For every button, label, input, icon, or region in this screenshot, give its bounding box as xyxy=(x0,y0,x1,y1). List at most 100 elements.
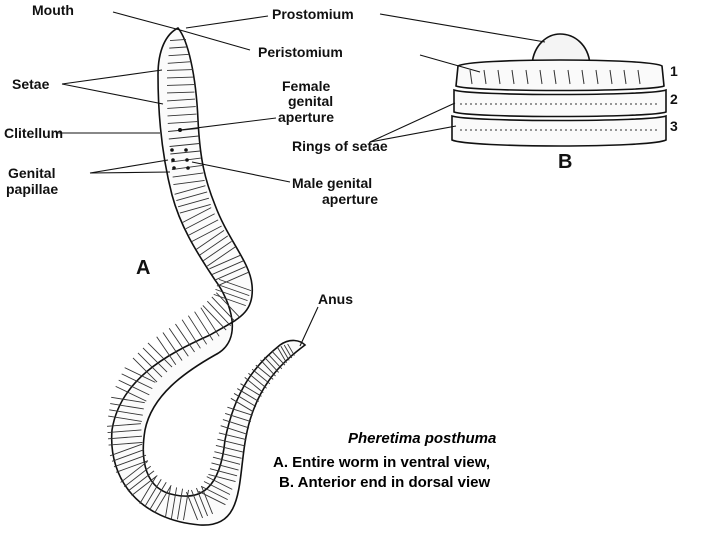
segment-line xyxy=(251,368,271,385)
segment-line xyxy=(179,204,211,214)
segment-line xyxy=(186,491,198,521)
segment-line xyxy=(217,283,250,297)
segment-line xyxy=(177,197,210,208)
label-male-2: aperture xyxy=(322,191,378,207)
segment-line xyxy=(108,435,142,440)
segment-line xyxy=(131,475,158,496)
segment-line xyxy=(191,225,222,242)
segment-line xyxy=(215,288,248,302)
segment-line xyxy=(280,345,290,361)
label-male-1: Male genital xyxy=(292,175,372,191)
segment-line xyxy=(194,311,214,341)
segment-line xyxy=(182,207,212,223)
segment-line xyxy=(240,383,262,397)
segment-line xyxy=(162,332,183,361)
segment-line xyxy=(283,344,293,359)
peristomium-ring xyxy=(455,59,665,92)
worm-segments xyxy=(107,39,295,521)
peristomium-stroke xyxy=(553,69,557,85)
segment-line xyxy=(212,456,241,465)
label-figure-b: B xyxy=(558,151,572,173)
segment-line xyxy=(214,451,242,459)
peristomium-stroke xyxy=(539,69,543,85)
segment-line xyxy=(191,489,203,519)
peristomium-stroke xyxy=(469,69,473,85)
segment-line xyxy=(167,106,196,109)
segment-line xyxy=(287,343,295,356)
label-setae: Setae xyxy=(12,76,50,92)
segment-line xyxy=(201,486,228,500)
segment-line xyxy=(110,403,144,410)
label-ring-2: 2 xyxy=(670,91,678,107)
segment-line xyxy=(115,385,147,402)
segment-line xyxy=(167,98,195,102)
segment-line xyxy=(169,39,187,41)
segment-line xyxy=(196,487,208,517)
peristomium-stroke xyxy=(525,69,529,85)
segment-line xyxy=(211,462,239,471)
segment-line xyxy=(271,350,286,366)
label-ring-3: 3 xyxy=(670,118,678,134)
segment-line xyxy=(211,296,236,322)
segment-line xyxy=(208,474,236,482)
peristomium-stroke xyxy=(623,69,627,85)
label-papillae-2: papillae xyxy=(6,181,58,197)
segment-line xyxy=(144,479,162,507)
segment-line xyxy=(203,241,232,261)
segment-line xyxy=(115,460,149,473)
segment-line xyxy=(124,465,151,488)
segment-line xyxy=(195,230,225,250)
peristomium-stroke xyxy=(637,69,641,85)
segment-line xyxy=(142,347,168,373)
segment-line xyxy=(215,445,244,453)
ring-2 xyxy=(453,88,667,118)
segment-line xyxy=(168,53,190,57)
label-papillae-1: Genital xyxy=(8,165,55,181)
segment-line xyxy=(201,485,213,515)
segment-line xyxy=(108,441,143,446)
segment-line xyxy=(168,135,199,140)
figure-caption: Pheretima posthuma A. Entire worm in ven… xyxy=(273,430,496,491)
segment-line xyxy=(277,346,287,364)
segment-line xyxy=(147,342,173,368)
anterior-end-b xyxy=(451,33,667,147)
segment-line xyxy=(167,61,192,64)
labels: Mouth Prostomium Peristomium Setae Femal… xyxy=(4,2,678,307)
segment-line xyxy=(139,476,157,504)
peristomium-stroke xyxy=(581,69,585,85)
segment-line xyxy=(168,327,189,357)
segment-line xyxy=(109,443,143,457)
segment-line xyxy=(217,438,245,447)
segment-line xyxy=(121,373,153,390)
segment-line xyxy=(170,150,201,155)
segment-line xyxy=(181,319,201,349)
label-prostomium: Prostomium xyxy=(272,6,354,22)
segment-line xyxy=(255,364,274,380)
segment-line xyxy=(222,419,250,429)
segment-line xyxy=(164,486,172,518)
segment-line xyxy=(218,432,247,440)
segment-line xyxy=(227,406,253,416)
peristomium-stroke xyxy=(609,69,613,85)
peristomium-stroke xyxy=(497,69,501,85)
segment-line xyxy=(174,185,206,195)
segment-line xyxy=(154,485,172,513)
segment-line xyxy=(203,481,231,495)
segment-line xyxy=(118,379,150,396)
label-female-2: genital xyxy=(288,93,333,109)
segment-line xyxy=(218,278,252,292)
label-mouth: Mouth xyxy=(32,2,74,18)
segment-line xyxy=(132,357,158,383)
peristomium-stroke xyxy=(567,69,571,85)
segment-line xyxy=(120,461,148,483)
segment-line xyxy=(166,91,195,94)
segment-line xyxy=(216,292,240,318)
segment-line xyxy=(220,425,248,435)
segment-line xyxy=(173,179,205,186)
segment-line xyxy=(211,260,244,275)
segment-line xyxy=(172,172,204,178)
peristomium-stroke xyxy=(595,69,599,85)
leader-lines xyxy=(56,11,546,347)
segment-line xyxy=(267,353,283,370)
